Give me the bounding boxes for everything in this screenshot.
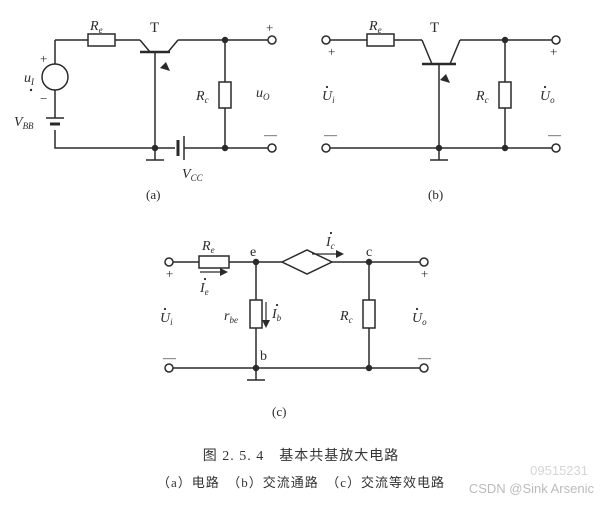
terminal-b-in-top <box>321 35 331 45</box>
node-b-label: b <box>260 349 267 364</box>
terminal-a-out-top <box>267 35 277 45</box>
in-plus-b: + <box>328 44 335 59</box>
figure-caption-subtitle: （a）电路 （b）交流通路 （c）交流等效电路 <box>156 475 446 490</box>
resistor-re-b <box>366 33 395 47</box>
voltage-source-ui <box>41 63 69 91</box>
watermark: CSDN @Sink Arsenic <box>468 481 594 496</box>
rc-label-a: Rc <box>195 89 209 105</box>
watermark-faded: 09515231 <box>530 463 588 478</box>
re-label-a: Re <box>89 19 103 35</box>
out-plus-a: + <box>266 20 273 35</box>
transistor-label-a: T <box>150 20 159 36</box>
wire-a-left <box>54 40 175 149</box>
terminal-c-out-top <box>419 257 429 267</box>
junction-a-top <box>221 36 229 44</box>
node-b-dot <box>252 364 260 372</box>
junction-c-bottom <box>365 364 373 372</box>
resistor-re-a <box>87 33 116 47</box>
labels-b: Re T Rc Ui Uo + — + — (b) <box>322 19 562 202</box>
out-plus-b: + <box>550 44 557 59</box>
transistor-label-b: T <box>430 20 439 36</box>
circuit-a <box>41 33 277 161</box>
junction-a-ground <box>151 144 159 152</box>
out-bar-a: — <box>263 127 278 142</box>
resistor-re-c <box>198 255 230 269</box>
re-label-c: Re <box>201 239 215 255</box>
circuit-c <box>164 249 429 381</box>
node-e-dot <box>252 258 260 266</box>
out-bar-b: — <box>547 127 562 142</box>
labels-a: Re T Rc uI uO VBB VCC + − + — (a) <box>14 19 278 202</box>
terminal-c-out-bottom <box>419 363 429 373</box>
resistor-rc-b <box>498 81 512 109</box>
emitter-arrow-a <box>160 62 170 71</box>
transistor-leads-b <box>421 39 461 65</box>
circuit-b <box>321 33 561 161</box>
vcc-label: VCC <box>182 167 204 183</box>
labels-c: Re Ie Ic Ib rbe Rc Ui Uo e c b + — + — (… <box>160 235 432 419</box>
uo-label-a: uO <box>256 86 270 102</box>
junction-b-ground <box>435 144 443 152</box>
figure-caption-title: 图 2. 5. 4 基本共基放大电路 <box>202 449 400 464</box>
node-c-label: c <box>366 245 372 260</box>
uo-label-c: Uo <box>412 311 427 327</box>
junction-b-top <box>501 36 509 44</box>
ib-label: Ib <box>271 307 282 323</box>
in-bar-c: — <box>162 350 177 365</box>
terminal-b-out-top <box>551 35 561 45</box>
fig-label-b: (b) <box>428 187 443 202</box>
out-bar-c: — <box>417 350 432 365</box>
resistor-rc-a <box>218 81 232 109</box>
terminal-c-in-bottom <box>164 363 174 373</box>
in-bar-b: — <box>323 127 338 142</box>
resistor-rc-c <box>362 299 376 329</box>
ie-label: Ie <box>199 281 209 297</box>
ui-plus-a: + <box>40 51 47 66</box>
re-label-b: Re <box>368 19 382 35</box>
ui-minus-a: − <box>40 91 47 106</box>
out-plus-c: + <box>421 266 428 281</box>
ib-arrow-head <box>262 320 270 328</box>
node-c-dot <box>365 258 373 266</box>
ic-label: Ic <box>325 235 335 251</box>
emitter-arrow-b <box>440 74 450 83</box>
ui-phasor-dot-b <box>29 88 33 92</box>
ie-arrow-head <box>220 268 228 276</box>
uo-label-b: Uo <box>540 89 555 105</box>
common-base-amplifier-diagram: Re T Rc uI uO VBB VCC + − + — (a) Re T R… <box>14 19 562 419</box>
vbb-label: VBB <box>14 115 34 131</box>
terminal-a-out-bottom <box>267 143 277 153</box>
rc-label-b: Rc <box>475 89 489 105</box>
junction-a-bottom <box>221 144 229 152</box>
terminal-b-out-bottom <box>551 143 561 153</box>
resistor-rbe <box>249 299 263 329</box>
fig-label-c: (c) <box>272 404 286 419</box>
ui-label-c: Ui <box>160 311 173 327</box>
ui-label-b: Ui <box>322 89 335 105</box>
rc-label-c: Rc <box>339 309 353 325</box>
fig-label-a: (a) <box>146 187 160 202</box>
terminal-c-in-top <box>164 257 174 267</box>
ic-arrow-head <box>336 250 344 258</box>
junction-b-bottom <box>501 144 509 152</box>
node-e-label: e <box>250 245 256 260</box>
in-plus-c: + <box>166 266 173 281</box>
ui-label: uI <box>24 71 35 87</box>
transistor-leads-a <box>139 39 179 53</box>
rbe-label: rbe <box>224 309 238 325</box>
terminal-b-in-bottom <box>321 143 331 153</box>
